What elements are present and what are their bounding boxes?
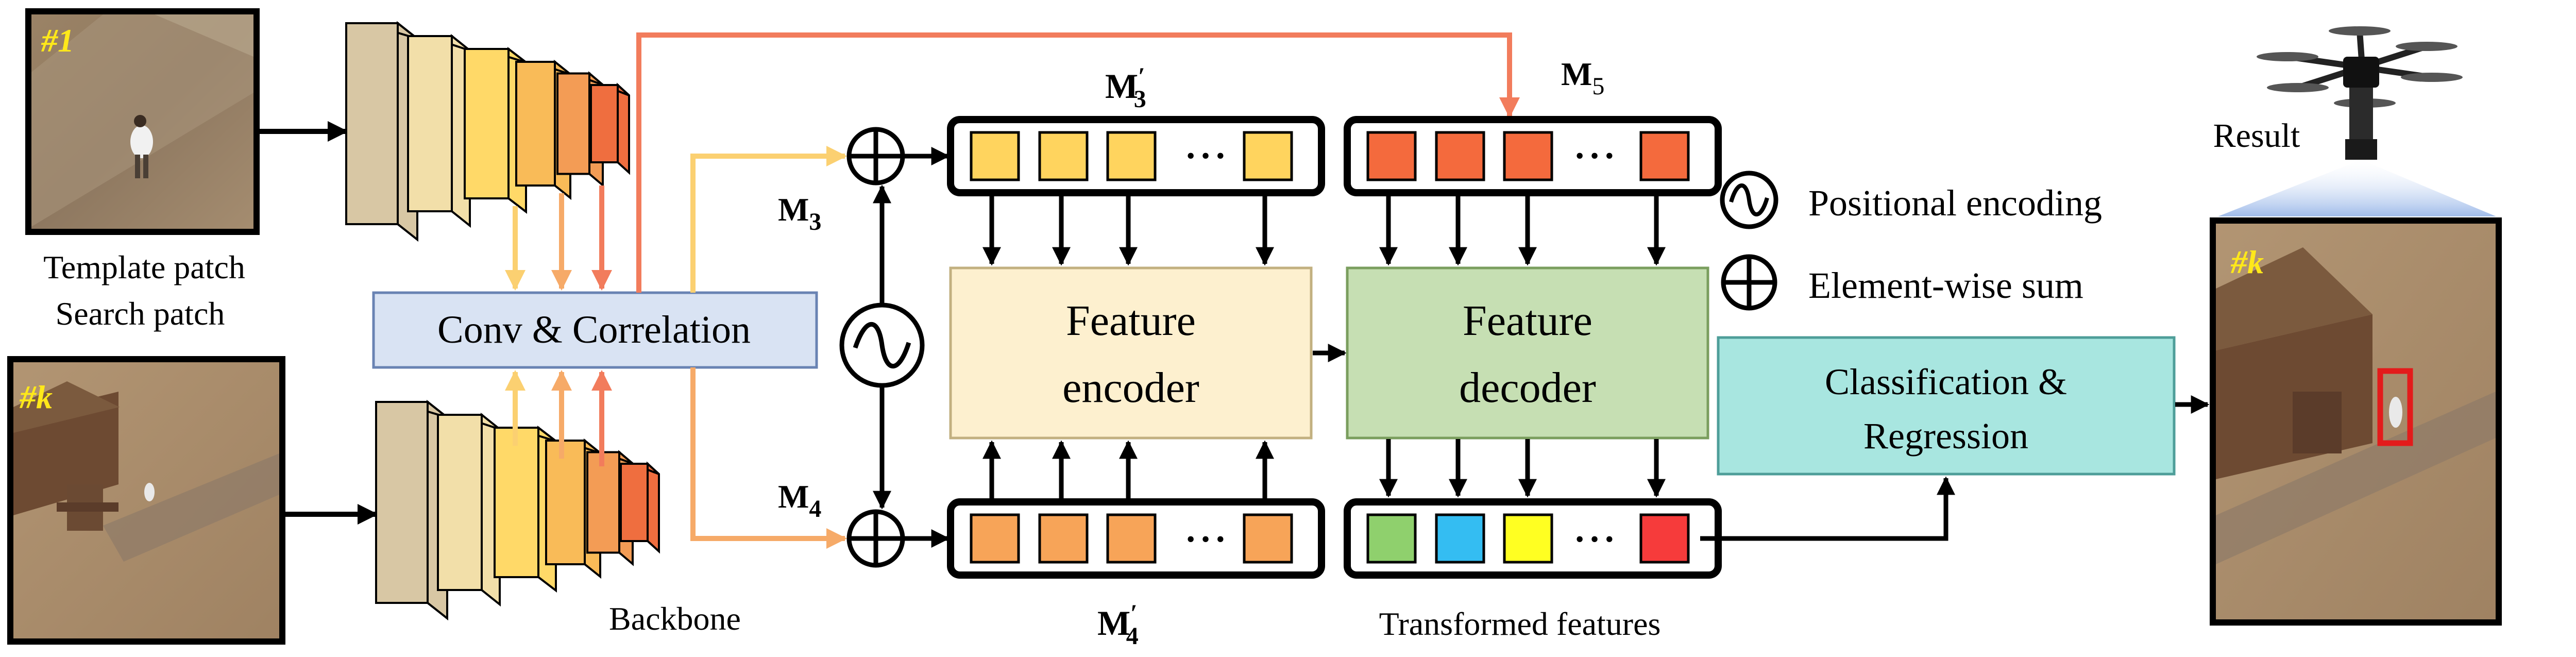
decoder-to-output-arrows (1379, 439, 1666, 498)
positional-encoding-legend-icon (1720, 171, 1778, 229)
feature-encoder-box (949, 266, 1313, 440)
feature-encoder-label-line1: Feature (1066, 297, 1196, 345)
result-tag: #k (2230, 244, 2264, 280)
template-patch-image (25, 8, 260, 235)
m4-label: M4 (778, 478, 821, 523)
backbone-label: Backbone (609, 600, 741, 637)
m5-token-3 (1503, 131, 1553, 181)
search-patch-image (7, 356, 285, 645)
classification-regression-box (1717, 336, 2176, 476)
template-tag: #1 (41, 22, 74, 59)
search-patch-label: Search patch (56, 295, 225, 332)
m5-label: M5 (1561, 56, 1604, 100)
feature-decoder-label-line1: Feature (1463, 297, 1592, 345)
m4-prime-token-3 (1106, 513, 1157, 564)
classification-label-line1: Classification & (1825, 361, 2067, 402)
m3-label: M3 (778, 191, 821, 235)
feature-encoder-label-line2: encoder (1062, 364, 1199, 412)
m3-prime-token-row (947, 116, 1325, 196)
m4-to-encoder-arrows (982, 440, 1274, 502)
transformed-token-1 (1366, 513, 1417, 564)
transformed-token-row (1344, 498, 1722, 579)
search-tag: #k (19, 379, 53, 415)
transformed-ellipsis: • • • (1575, 526, 1614, 553)
m5-token-row (1344, 116, 1722, 196)
m5-to-decoder-arrows (1379, 193, 1666, 266)
element-wise-sum-legend-icon (1721, 254, 1777, 311)
backbone-search-branch (375, 399, 660, 621)
transformed-token-4 (1639, 513, 1690, 564)
conv-correlation-label: Conv & Correlation (437, 308, 751, 351)
transformed-features-label: Transformed features (1379, 605, 1661, 642)
backbone-template-branch (345, 21, 630, 242)
feature-decoder-box (1346, 266, 1709, 440)
m3-to-encoder-arrows (982, 193, 1274, 266)
m3-prime-token-1 (970, 131, 1020, 181)
element-wise-sum-legend-label: Element-wise sum (1808, 265, 2083, 306)
m5-token-1 (1366, 131, 1417, 181)
template-patch-label: Template patch (43, 249, 245, 285)
m3-ellipsis: • • • (1187, 142, 1225, 170)
m4-prime-token-1 (970, 513, 1020, 564)
transformed-token-2 (1435, 513, 1485, 564)
conv-correlation-box (372, 291, 818, 369)
m3-prime-label: M′3 (1105, 63, 1146, 113)
template-backbone-layer-1 (345, 21, 418, 242)
m5-ellipsis: • • • (1575, 142, 1614, 170)
camera-view-beam (2218, 160, 2496, 216)
m4-prime-token-2 (1038, 513, 1089, 564)
bottom-element-wise-sum-icon (846, 509, 905, 568)
search-backbone-layer-1 (375, 399, 448, 621)
m3-path-arrow (690, 146, 847, 293)
drone-icon (2257, 26, 2463, 160)
m5-path-arrow (636, 32, 1520, 293)
result-image (2210, 217, 2502, 626)
template-backbone-layer-2 (407, 33, 471, 228)
result-label: Result (2213, 117, 2300, 155)
m3-prime-token-2 (1038, 131, 1089, 181)
feature-decoder-label-line2: decoder (1459, 364, 1596, 412)
m4-prime-label: M′4 (1097, 600, 1139, 650)
m3-prime-token-3 (1106, 131, 1157, 181)
m3-prime-token-4 (1243, 131, 1293, 181)
search-backbone-layer-2 (437, 412, 501, 607)
m4-ellipsis: • • • (1187, 526, 1225, 553)
classification-label-line2: Regression (1863, 415, 2028, 457)
result-bounding-box (2377, 368, 2413, 446)
top-element-wise-sum-icon (846, 127, 905, 186)
positional-encoding-icon (839, 302, 925, 388)
transformed-token-3 (1503, 513, 1553, 564)
m5-token-4 (1639, 131, 1690, 181)
m4-path-arrow (690, 367, 847, 549)
positional-encoding-legend-label: Positional encoding (1808, 182, 2102, 224)
template-backbone-layer-6 (590, 82, 630, 175)
m4-prime-token-4 (1243, 513, 1293, 564)
search-backbone-layer-6 (620, 461, 660, 554)
m4-prime-token-row (947, 498, 1325, 579)
output-to-classification-arrow (1700, 476, 1955, 541)
m5-token-2 (1435, 131, 1485, 181)
